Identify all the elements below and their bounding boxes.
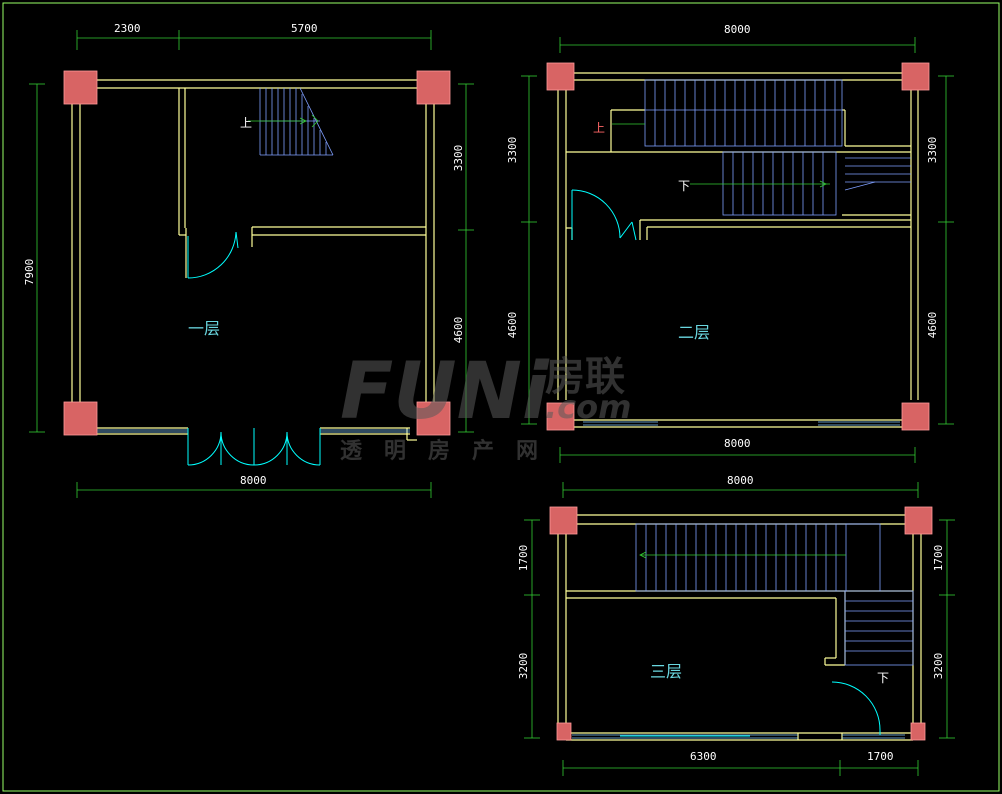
- floor-2-stair-down-label: 下: [678, 179, 690, 193]
- watermark-brand-cn: 房联: [545, 354, 625, 400]
- floor-1-label: 一层: [188, 319, 220, 338]
- watermark-brand: FUNi: [340, 347, 550, 437]
- floor-3-dim-bottom-2: 1700: [867, 750, 894, 763]
- watermark-tagline: 透明房产网: [340, 438, 560, 464]
- floor-2-plan: 上 下 二层 8000 8000 3300 4600: [506, 23, 954, 463]
- floor-1-dim-bottom: 8000: [240, 474, 267, 487]
- floor-3-plan: 下 三层 8000 6300 1700 1700: [517, 474, 955, 776]
- floor-2-dim-left-2: 4600: [506, 312, 519, 339]
- floor-3-dim-bottom-1: 6300: [690, 750, 717, 763]
- floor-1-stair-up-label: 上: [240, 116, 252, 130]
- floor-1-dim-top-2: 5700: [291, 22, 318, 35]
- floor-2-dim-right-1: 3300: [926, 137, 939, 164]
- floor-3-dim-left-1: 1700: [517, 545, 530, 572]
- floor-2-stair-up-label: 上: [593, 121, 605, 135]
- floor-3-dim-right-2: 3200: [932, 653, 945, 680]
- watermark-domain: .com: [545, 388, 631, 426]
- floor-2-dim-right-2: 4600: [926, 312, 939, 339]
- floor-3-stair-down-label: 下: [877, 671, 889, 685]
- floor-2-dim-top: 8000: [724, 23, 751, 36]
- floor-1-dim-left: 7900: [23, 259, 36, 286]
- floor-3-dim-left-2: 3200: [517, 653, 530, 680]
- floor-2-dim-left-1: 3300: [506, 137, 519, 164]
- watermark: FUNi 房联 .com 透明房产网: [340, 347, 631, 464]
- floor-3-dim-top: 8000: [727, 474, 754, 487]
- floor-1-dim-right-2: 4600: [452, 317, 465, 344]
- floor-3-label: 三层: [650, 662, 682, 681]
- floor-1-dim-right-1: 3300: [452, 145, 465, 172]
- floor-1-dim-top-1: 2300: [114, 22, 141, 35]
- floor-2-dim-bottom: 8000: [724, 437, 751, 450]
- floor-2-label: 二层: [678, 323, 710, 342]
- floor-1-plan: 上 一层 2300 5700 8000 7900: [23, 22, 474, 498]
- floor-3-dim-right-1: 1700: [932, 545, 945, 572]
